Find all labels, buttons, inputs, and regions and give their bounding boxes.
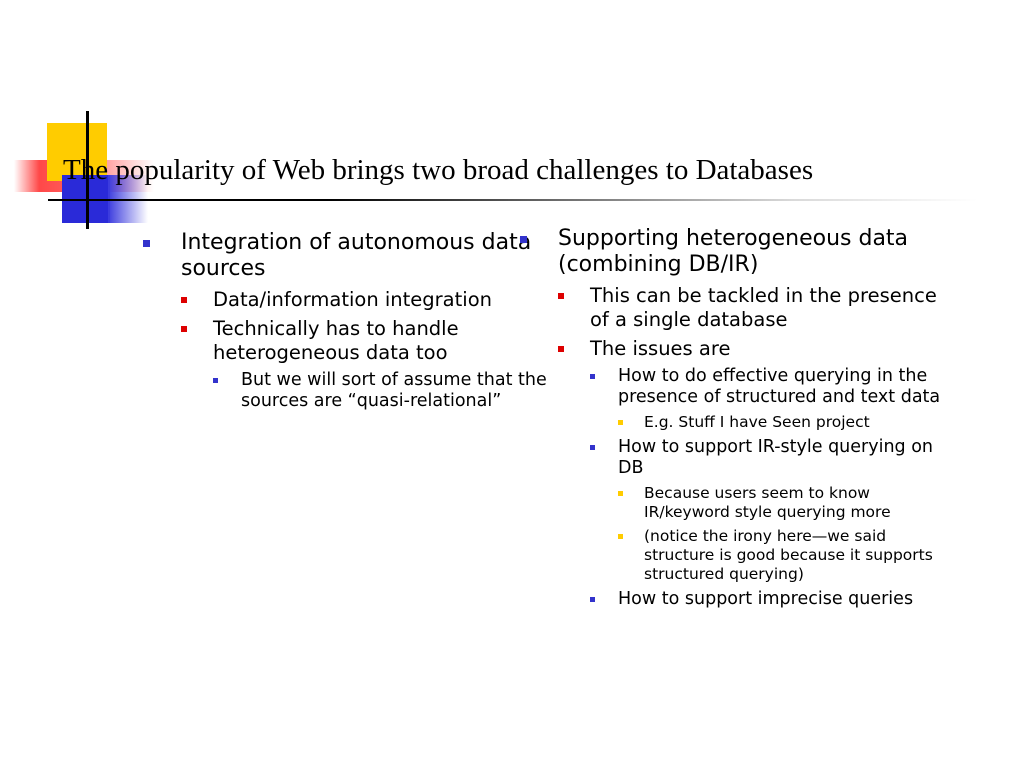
- list-item-text: How to do effective querying in the pres…: [618, 366, 941, 407]
- list-item-text: Because users seem to know IR/keyword st…: [644, 484, 891, 521]
- bullet-square-icon: [618, 420, 623, 425]
- list-item-text: This can be tackled in the presence of a…: [590, 284, 937, 331]
- list-item: Technically has to handle heterogeneous …: [181, 317, 553, 412]
- left-heading: Integration of autonomous data sources: [181, 230, 532, 281]
- list-item-text: E.g. Stuff I have Seen project: [644, 413, 870, 431]
- list-item-text: Data/information integration: [213, 288, 492, 311]
- right-points: This can be tackled in the presence of a…: [558, 284, 960, 610]
- list-item: Data/information integration: [181, 288, 553, 312]
- left-heading-item: Integration of autonomous data sources D…: [143, 230, 553, 412]
- title-underline: [48, 199, 978, 201]
- bullet-square-icon: [181, 297, 187, 303]
- sub-sub-list: Because users seem to know IR/keyword st…: [618, 484, 960, 584]
- decor-yellow-square: [47, 123, 107, 181]
- right-column: Supporting heterogeneous data (combining…: [520, 226, 960, 615]
- list-item-text: Technically has to handle heterogeneous …: [213, 317, 459, 364]
- right-heading: Supporting heterogeneous data (combining…: [558, 226, 909, 277]
- bullet-square-icon: [590, 374, 595, 379]
- left-column: Integration of autonomous data sources D…: [143, 230, 553, 417]
- list-item: E.g. Stuff I have Seen project: [618, 413, 960, 432]
- list-item-text: The issues are: [590, 337, 731, 360]
- bullet-square-icon: [213, 378, 218, 383]
- bullet-square-icon: [520, 236, 527, 243]
- list-item: (notice the irony here—we said structure…: [618, 527, 960, 584]
- sub-list: But we will sort of assume that the sour…: [213, 370, 553, 412]
- list-item-text: How to support IR-style querying on DB: [618, 437, 934, 478]
- list-item: The issues are How to do effective query…: [558, 337, 960, 610]
- list-item: This can be tackled in the presence of a…: [558, 284, 960, 332]
- list-item: But we will sort of assume that the sour…: [213, 370, 553, 412]
- bullet-square-icon: [181, 326, 187, 332]
- list-item-text: (notice the irony here—we said structure…: [644, 527, 933, 583]
- list-item: How to do effective querying in the pres…: [590, 366, 960, 432]
- list-item: How to support IR-style querying on DB B…: [590, 437, 960, 584]
- bullet-square-icon: [590, 597, 595, 602]
- list-item: How to support imprecise queries: [590, 589, 960, 610]
- bullet-square-icon: [618, 491, 623, 496]
- bullet-square-icon: [558, 346, 564, 352]
- sub-sub-list: E.g. Stuff I have Seen project: [618, 413, 960, 432]
- list-item-text: How to support imprecise queries: [618, 589, 914, 609]
- bullet-square-icon: [143, 240, 150, 247]
- decor-vertical-line: [86, 111, 89, 229]
- list-item-text: But we will sort of assume that the sour…: [241, 370, 547, 411]
- bullet-square-icon: [590, 445, 595, 450]
- sub-list: How to do effective querying in the pres…: [590, 366, 960, 610]
- bullet-square-icon: [618, 534, 623, 539]
- slide-title: The popularity of Web brings two broad c…: [63, 154, 814, 186]
- list-item: Because users seem to know IR/keyword st…: [618, 484, 960, 522]
- right-heading-item: Supporting heterogeneous data (combining…: [520, 226, 960, 610]
- bullet-square-icon: [558, 293, 564, 299]
- left-points: Data/information integration Technically…: [181, 288, 553, 412]
